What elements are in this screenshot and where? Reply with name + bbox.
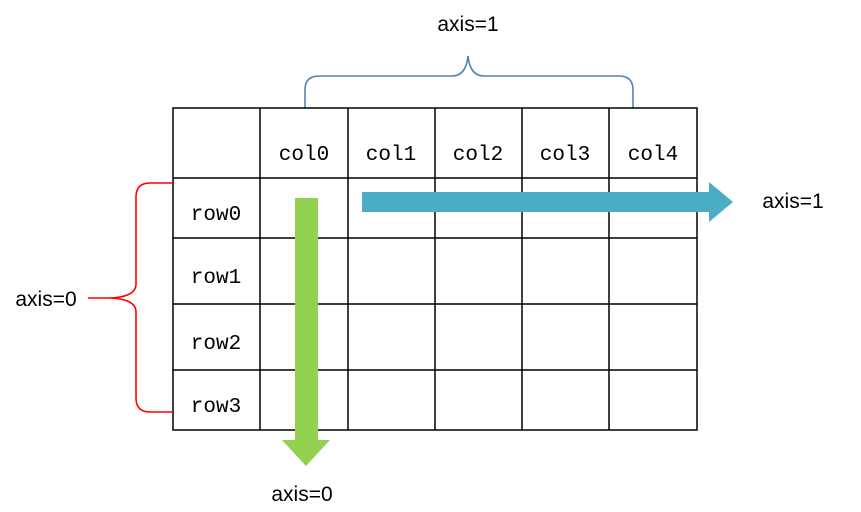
row-header: row2 (191, 333, 241, 356)
row-brace (109, 182, 173, 413)
vertical-arrow (282, 198, 330, 466)
row-header: row1 (191, 267, 241, 290)
bottom-axis-label: axis=0 (271, 483, 332, 506)
column-brace (304, 55, 634, 108)
horizontal-arrow (362, 182, 733, 222)
column-header: col1 (366, 144, 416, 167)
row-header: row3 (191, 396, 241, 419)
column-header: col3 (540, 144, 590, 167)
column-header: col4 (628, 144, 678, 167)
left-axis-label: axis=0 (15, 288, 76, 311)
column-header: col0 (279, 144, 329, 167)
column-header: col2 (453, 144, 503, 167)
right-axis-label: axis=1 (762, 190, 823, 213)
row-header: row0 (191, 204, 241, 227)
top-axis-label: axis=1 (437, 13, 498, 36)
data-grid (172, 107, 698, 431)
